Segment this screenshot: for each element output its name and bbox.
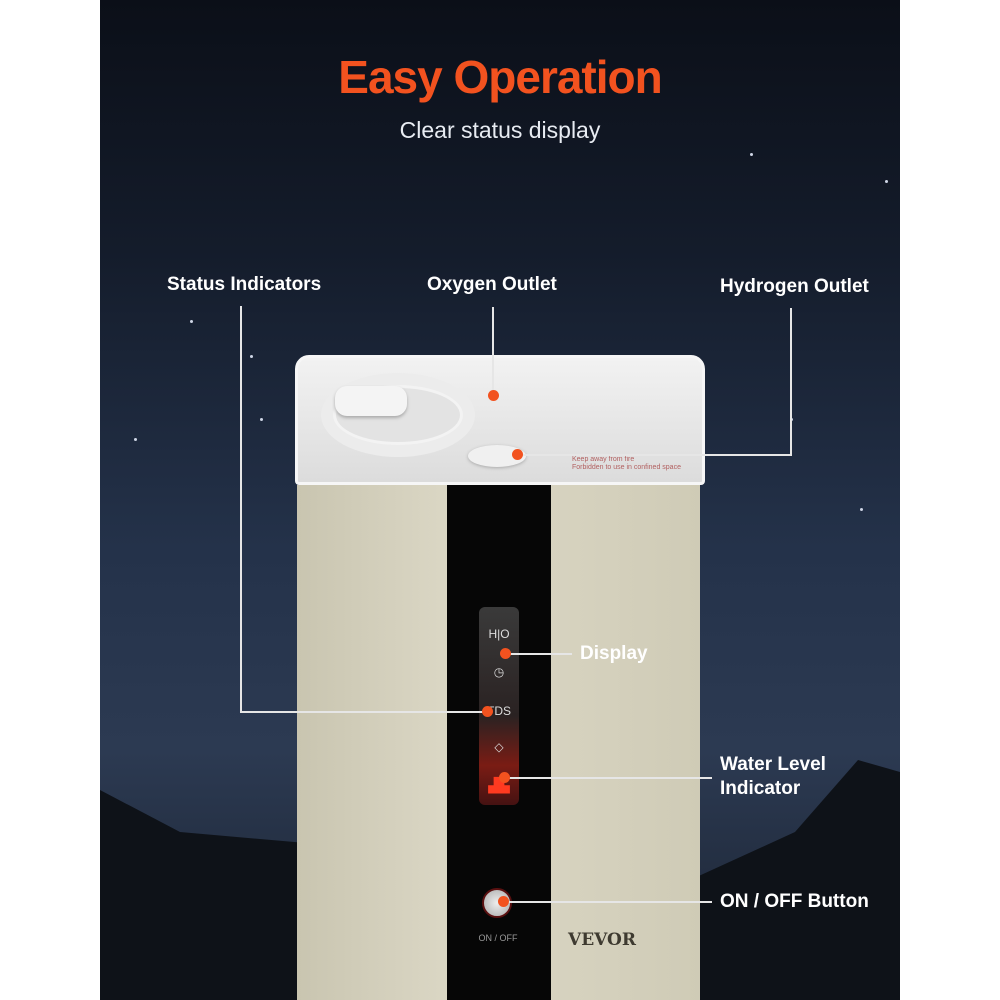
label-oxygen-outlet: Oxygen Outlet	[427, 274, 557, 295]
clock-icon: ◷	[493, 665, 505, 679]
callout-dot	[488, 390, 499, 401]
oxygen-outlet-cap	[335, 386, 407, 416]
product-scene: Easy Operation Clear status display Keep…	[100, 0, 900, 1000]
star	[885, 180, 888, 183]
callout-line	[506, 653, 572, 655]
label-display: Display	[580, 643, 648, 664]
warning-confined: Forbidden to use in confined space	[572, 464, 681, 471]
callout-line	[240, 711, 486, 713]
callout-dot	[482, 706, 493, 717]
tds-indicator: TDS	[487, 704, 511, 718]
callout-line	[240, 306, 242, 712]
callout-dot	[500, 648, 511, 659]
label-power-button: ON / OFF Button	[720, 891, 869, 912]
label-water-level: Water Level Indicator	[720, 754, 826, 799]
callout-line	[790, 308, 792, 455]
callout-dot	[512, 449, 523, 460]
filter-icon: ◇	[494, 740, 504, 754]
callout-line	[518, 454, 792, 456]
warning-fire: Keep away from fire	[572, 456, 635, 463]
callout-line	[492, 307, 494, 395]
star	[250, 355, 253, 358]
star	[260, 418, 263, 421]
hydrogen-valve	[468, 445, 526, 467]
star	[190, 320, 193, 323]
callout-line	[506, 777, 712, 779]
warning-text: Keep away from fire Forbidden to use in …	[572, 456, 681, 472]
star	[750, 153, 753, 156]
star	[134, 438, 137, 441]
brand-logo: VEVOR	[568, 930, 636, 950]
mountain	[100, 790, 300, 1000]
label-hydrogen-outlet: Hydrogen Outlet	[720, 276, 869, 297]
star	[860, 508, 863, 511]
callout-line	[504, 901, 712, 903]
label-status-indicators: Status Indicators	[167, 274, 322, 295]
ho-indicator: H|O	[488, 627, 510, 641]
page-title: Easy Operation	[338, 51, 662, 103]
callout-dot	[499, 772, 510, 783]
power-label: ON / OFF	[478, 933, 518, 943]
page-subtitle: Clear status display	[399, 117, 601, 143]
callout-dot	[498, 896, 509, 907]
